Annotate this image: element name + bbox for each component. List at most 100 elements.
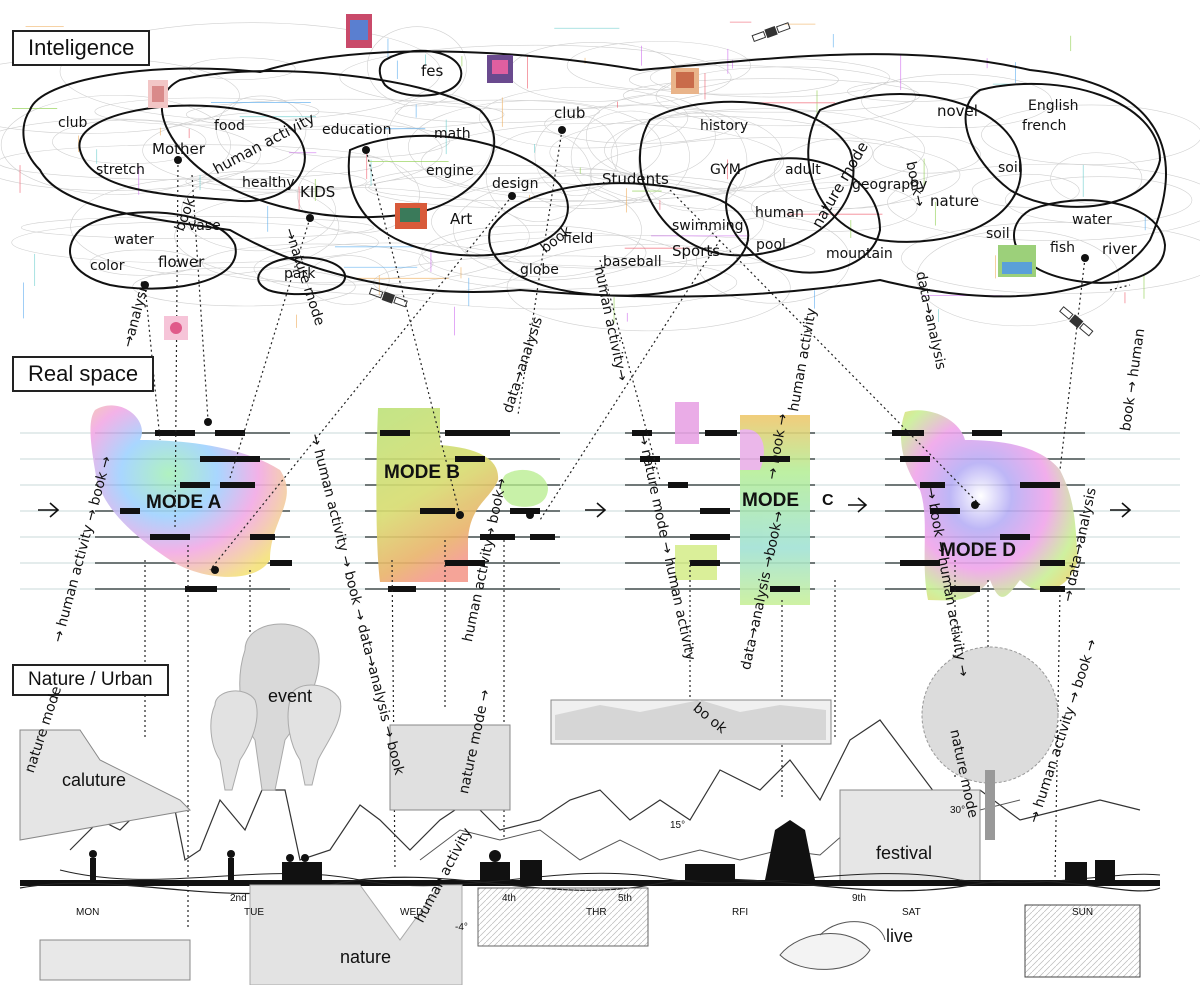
- keyword-soil-1: soil: [998, 160, 1022, 176]
- activity-bar: [150, 534, 190, 540]
- keyword-water-left: water: [114, 232, 154, 248]
- connection-dot: [362, 146, 370, 154]
- scribble-loop: [0, 94, 231, 195]
- keyword-art: Art: [450, 210, 473, 228]
- keyword-novel: novel: [937, 102, 978, 120]
- activity-bar: [632, 430, 652, 436]
- scribble-loop: [339, 44, 732, 110]
- keyword-flower: flower: [158, 253, 205, 271]
- day-tue: TUE: [244, 907, 264, 918]
- scribble-loop: [421, 224, 647, 281]
- keyword-color: color: [90, 258, 125, 274]
- scribble-loop: [655, 66, 916, 127]
- connection-dot: [211, 566, 219, 574]
- scribble-loop: [478, 86, 689, 149]
- keyword-history: history: [700, 118, 749, 134]
- keyword-french: french: [1022, 118, 1067, 134]
- keyword-field: field: [563, 231, 594, 247]
- section-label-real-space: Real space: [12, 356, 155, 392]
- connection-dot: [558, 126, 566, 134]
- activity-bar: [900, 560, 940, 566]
- connection-dot: [141, 281, 149, 289]
- day-sat: SAT: [902, 907, 921, 918]
- mode-c-letter: C: [822, 492, 834, 509]
- keyword-gym: GYM: [710, 162, 741, 178]
- activity-bar: [1040, 560, 1065, 566]
- scribble-loop: [185, 170, 367, 193]
- scribble-loop: [20, 216, 374, 240]
- scribble-loop: [981, 104, 1200, 165]
- mode-b-blob: [500, 469, 548, 507]
- connection-dot: [174, 156, 182, 164]
- keyword-kids: KIDS: [300, 183, 336, 201]
- scribble-loop: [306, 255, 390, 305]
- scribble-loop: [89, 249, 197, 276]
- mode-b-label: MODE B: [384, 462, 460, 483]
- keyword-mountain: mountain: [826, 246, 893, 262]
- activity-bar: [1040, 586, 1065, 592]
- activity-bar: [950, 586, 980, 592]
- keyword-engine: engine: [426, 163, 474, 179]
- scribble-loop: [887, 163, 1200, 242]
- mode-c-top-block: [675, 402, 699, 444]
- activity-bar: [455, 456, 485, 462]
- colored-grid-lines: [12, 21, 1146, 336]
- day-mon: MON: [76, 907, 100, 918]
- keyword-loops: [22, 49, 1167, 298]
- activity-bar: [220, 482, 255, 488]
- scribble-loop: [872, 136, 981, 174]
- mode-b-field: [376, 408, 499, 582]
- section-label-nature-urban: Nature / Urban: [12, 664, 169, 696]
- photo-thumbnails: [148, 14, 1036, 340]
- scribble-loop: [847, 81, 981, 102]
- scribble-loop: [70, 177, 340, 276]
- activity-bar: [200, 456, 260, 462]
- keyword-swimming: swimming: [672, 218, 744, 234]
- scribble-loop: [751, 182, 918, 232]
- scribble-loop: [901, 221, 1200, 294]
- scribble-loop: [916, 229, 1120, 327]
- scribble-loop: [861, 74, 1053, 129]
- keyword-pool: pool: [756, 237, 786, 253]
- keyword-nature: nature: [930, 192, 980, 210]
- day-4th: 4th: [502, 893, 516, 904]
- scribble-loop: [1050, 152, 1143, 205]
- keyword-soil-2: soil: [986, 226, 1010, 242]
- day-wed: WED: [400, 907, 424, 918]
- section-label-intelligence: Inteligence: [12, 30, 151, 66]
- scribble-loop: [610, 112, 783, 197]
- scribble-loop: [266, 124, 450, 158]
- keyword-fish: fish: [1050, 240, 1075, 256]
- keyword-vase: vase: [188, 218, 221, 234]
- satellite-icons: [368, 22, 1094, 337]
- mode-c-accent: [740, 429, 764, 470]
- activity-bar: [120, 508, 140, 514]
- keyword-human: human: [755, 205, 804, 221]
- activity-bar: [930, 508, 960, 514]
- scribble-loop: [549, 115, 873, 189]
- day-5th: 5th: [618, 893, 632, 904]
- scribble-loop: [453, 182, 642, 278]
- scribble-loop: [368, 172, 738, 202]
- label-event: event: [268, 686, 313, 706]
- scribble-loop: [132, 267, 356, 307]
- scribble-loop: [0, 118, 261, 191]
- keyword-healthy: healthy: [242, 175, 295, 191]
- day-rfi: RFI: [732, 907, 749, 918]
- activity-bar: [185, 586, 217, 592]
- activity-bar: [445, 430, 510, 436]
- activity-bars: [120, 430, 1065, 592]
- temperature-minus4: -4°: [455, 922, 468, 933]
- day-2nd: 2nd: [230, 893, 247, 904]
- keyword-baseball: baseball: [603, 254, 662, 270]
- activity-bar: [760, 456, 790, 462]
- scribble-loop: [506, 244, 791, 332]
- label-festival: festival: [876, 843, 933, 863]
- activity-bar: [705, 430, 737, 436]
- keyword-design: design: [492, 176, 539, 192]
- scribble-loop: [394, 99, 601, 123]
- temperature-30: 30°: [950, 805, 966, 816]
- connection-dot: [306, 214, 314, 222]
